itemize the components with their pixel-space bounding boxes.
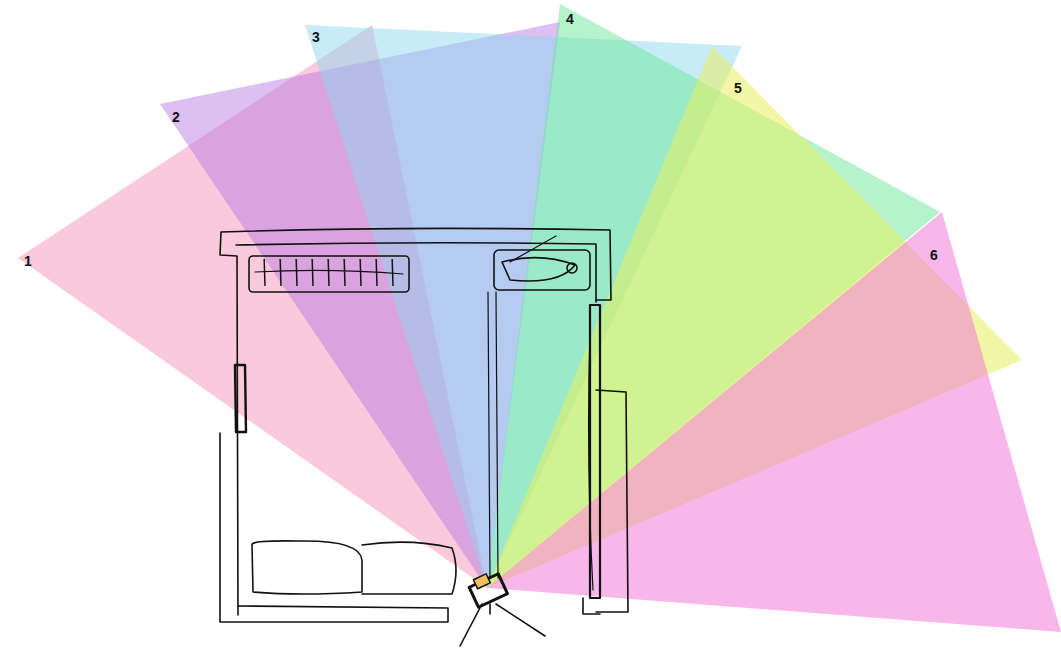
shelf bbox=[249, 256, 409, 292]
tripod bbox=[460, 604, 545, 646]
view-cones bbox=[18, 4, 1061, 632]
sofa-cushion bbox=[362, 542, 456, 594]
tap bbox=[567, 263, 577, 273]
shelf-line bbox=[255, 270, 403, 274]
camera bbox=[467, 569, 507, 607]
callout-number: 5 bbox=[734, 81, 742, 95]
shelf-hatching bbox=[255, 259, 403, 289]
callout-number: 4 bbox=[566, 12, 574, 26]
callout-number: 3 bbox=[312, 30, 320, 44]
room-plan bbox=[220, 228, 628, 646]
sink bbox=[502, 258, 575, 281]
wall bbox=[236, 243, 596, 302]
callout-number: 1 bbox=[24, 254, 32, 268]
cable bbox=[488, 292, 498, 578]
callout-number: 2 bbox=[172, 110, 180, 124]
window bbox=[235, 365, 246, 432]
callout-number: 6 bbox=[930, 248, 938, 262]
curtain bbox=[589, 330, 593, 590]
wall bbox=[220, 228, 611, 615]
counter bbox=[494, 250, 590, 290]
sofa-cushion bbox=[252, 541, 362, 594]
cable bbox=[510, 236, 556, 262]
cone-6 bbox=[487, 212, 1061, 632]
